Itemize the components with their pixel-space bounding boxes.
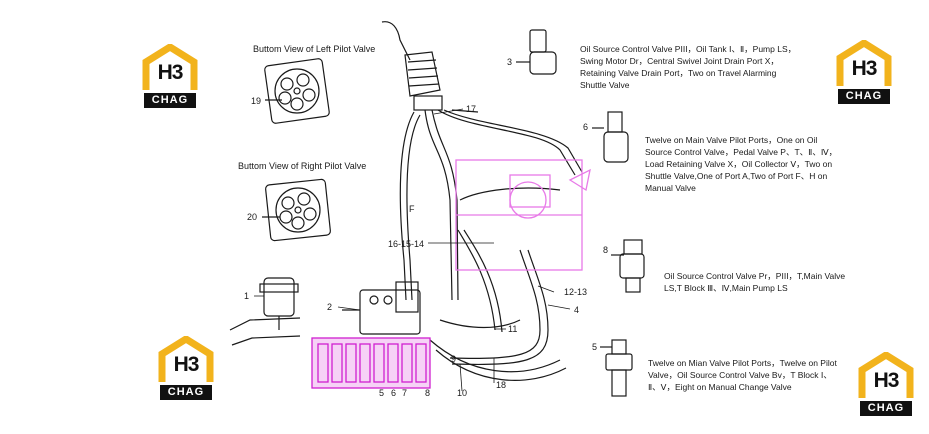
part-label-2: 2 bbox=[327, 302, 333, 312]
part-label-20: 20 bbox=[247, 212, 258, 222]
watermark-logo-bottom-left: H3 CHAG bbox=[158, 336, 214, 402]
watermark-logo-top-left: H3 CHAG bbox=[142, 44, 198, 110]
part-label-8-main: 8 bbox=[425, 388, 431, 398]
logo-house-icon bbox=[858, 352, 914, 398]
part-label-1: 1 bbox=[244, 291, 250, 301]
main-control-valve bbox=[311, 337, 431, 389]
left-pilot-view-title: Buttom View of Left Pilot Valve bbox=[253, 44, 376, 54]
description-part-3: Oil Source Control Valve PIII，Oil Tank Ⅰ… bbox=[580, 44, 797, 90]
oil-tank bbox=[455, 159, 591, 271]
watermark-logo-bottom-right: H3 CHAG bbox=[858, 352, 914, 418]
watermark-logo-top-right: H3 CHAG bbox=[836, 40, 892, 106]
part-label-6-side: 6 bbox=[583, 122, 589, 132]
fitting-part-6 bbox=[592, 111, 629, 163]
part-label-18: 18 bbox=[496, 380, 507, 390]
logo-house-icon bbox=[158, 336, 214, 382]
description-part-5: Twelve on Mian Valve Pilot Ports，Twelve … bbox=[648, 358, 837, 392]
part-label-19: 19 bbox=[251, 96, 262, 106]
part-label-6-main: 6 bbox=[391, 388, 397, 398]
part-label-12-13: 12-13 bbox=[564, 287, 588, 297]
manual-change-valve bbox=[342, 281, 421, 335]
fitting-part-3 bbox=[516, 29, 557, 75]
part-label-8-side: 8 bbox=[603, 245, 609, 255]
right-pilot-valve-view bbox=[262, 178, 331, 242]
description-part-8: Oil Source Control Valve Pr，PIII，T,Main … bbox=[664, 271, 846, 293]
right-pilot-view-title: Buttom View of Right Pilot Valve bbox=[238, 161, 367, 171]
part-label-10: 10 bbox=[457, 388, 468, 398]
fitting-part-5 bbox=[600, 339, 633, 397]
part-label-4: 4 bbox=[574, 305, 580, 315]
part-label-7: 7 bbox=[402, 388, 408, 398]
part-label-5-side: 5 bbox=[592, 342, 598, 352]
part-label-f: F bbox=[409, 204, 415, 214]
logo-house-icon bbox=[142, 44, 198, 90]
description-part-6: Twelve on Main Valve Pilot Ports，One on … bbox=[645, 135, 838, 193]
part-label-17: 17 bbox=[466, 104, 477, 114]
part-label-11: 11 bbox=[508, 324, 518, 334]
pilot-lever bbox=[381, 21, 479, 113]
part-label-16-15-14: 16-15-14 bbox=[388, 239, 425, 249]
part-label-3: 3 bbox=[507, 57, 513, 67]
accumulator-part-1 bbox=[259, 277, 299, 330]
part-label-9: 9 bbox=[451, 354, 457, 364]
logo-house-icon bbox=[836, 40, 892, 86]
fitting-part-8 bbox=[611, 239, 645, 293]
left-pilot-valve-view bbox=[264, 58, 330, 124]
part-label-5-main: 5 bbox=[379, 388, 385, 398]
